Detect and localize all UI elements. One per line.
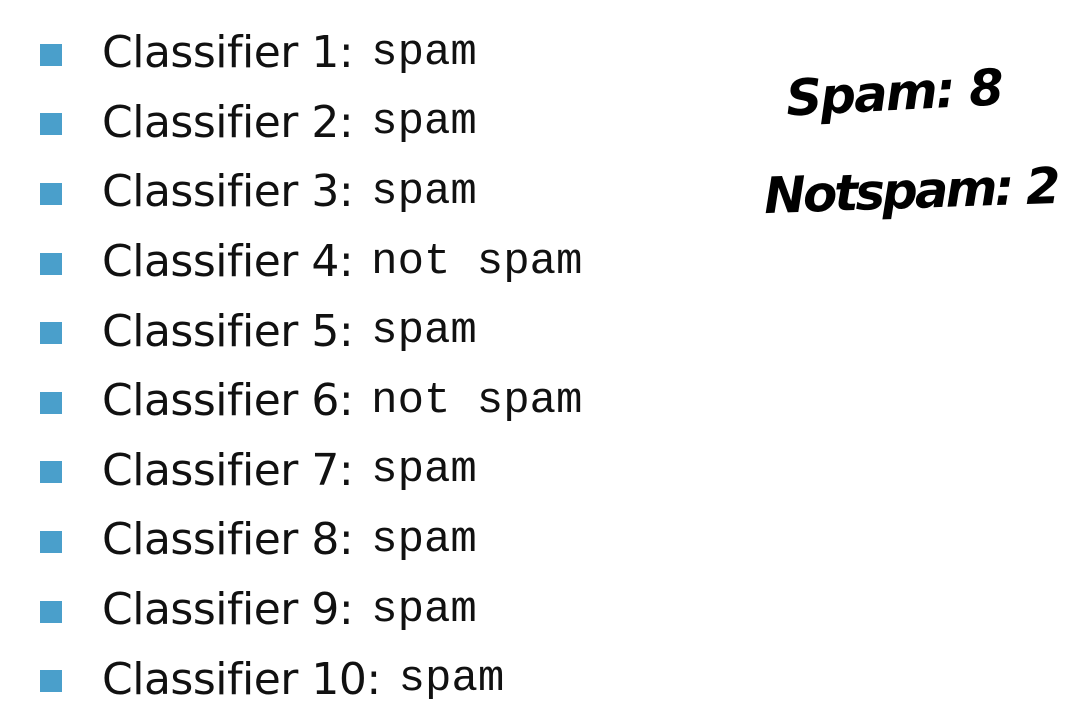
square-bullet-icon [40, 43, 62, 66]
classifier-label: Classifier 10: [102, 653, 381, 705]
list-item: Classifier 1: spam [40, 18, 582, 88]
classifier-label: Classifier 5: [102, 305, 354, 357]
square-bullet-icon [40, 670, 62, 693]
list-item: Classifier 9: spam [40, 575, 582, 645]
classifier-prediction: spam [371, 97, 477, 148]
square-bullet-icon [40, 322, 62, 345]
list-item: Classifier 10: spam [40, 644, 582, 714]
classifier-prediction: spam [398, 654, 505, 705]
classifier-prediction: spam [371, 514, 477, 565]
square-bullet-icon [40, 461, 62, 484]
classifier-label: Classifier 4: [102, 236, 354, 288]
classifier-prediction: spam [371, 166, 477, 217]
list-item: Classifier 6: not spam [40, 366, 582, 436]
spam-count-note: Spam: 8 [784, 58, 1004, 128]
not-spam-count-note: Notspam: 2 [763, 156, 1059, 226]
square-bullet-icon [40, 182, 62, 205]
classifier-label: Classifier 6: [102, 375, 354, 427]
list-item: Classifier 5: spam [40, 296, 582, 366]
classifier-prediction: spam [371, 584, 477, 635]
classifier-prediction: not spam [371, 375, 583, 426]
list-item: Classifier 2: spam [40, 88, 582, 158]
square-bullet-icon [40, 252, 62, 275]
handwritten-vote-tally: Spam: 8 Notspam: 2 [752, 52, 1059, 262]
square-bullet-icon [40, 600, 62, 623]
classifier-label: Classifier 1: [102, 27, 354, 79]
list-item: Classifier 4: not spam [40, 227, 582, 297]
list-item: Classifier 7: spam [40, 436, 582, 506]
classifier-label: Classifier 3: [102, 166, 354, 218]
square-bullet-icon [40, 530, 62, 553]
classifier-prediction: spam [371, 306, 477, 357]
square-bullet-icon [40, 391, 62, 414]
classifier-label: Classifier 2: [102, 96, 354, 148]
classifier-prediction: spam [371, 445, 477, 496]
classifier-vote-list: Classifier 1: spam Classifier 2: spam Cl… [40, 18, 582, 714]
list-item: Classifier 8: spam [40, 505, 582, 575]
classifier-label: Classifier 9: [102, 584, 354, 636]
classifier-label: Classifier 7: [102, 444, 354, 496]
list-item: Classifier 3: spam [40, 157, 582, 227]
classifier-label: Classifier 8: [102, 514, 354, 566]
classifier-prediction: not spam [371, 236, 583, 287]
square-bullet-icon [40, 113, 62, 136]
classifier-prediction: spam [371, 27, 477, 78]
